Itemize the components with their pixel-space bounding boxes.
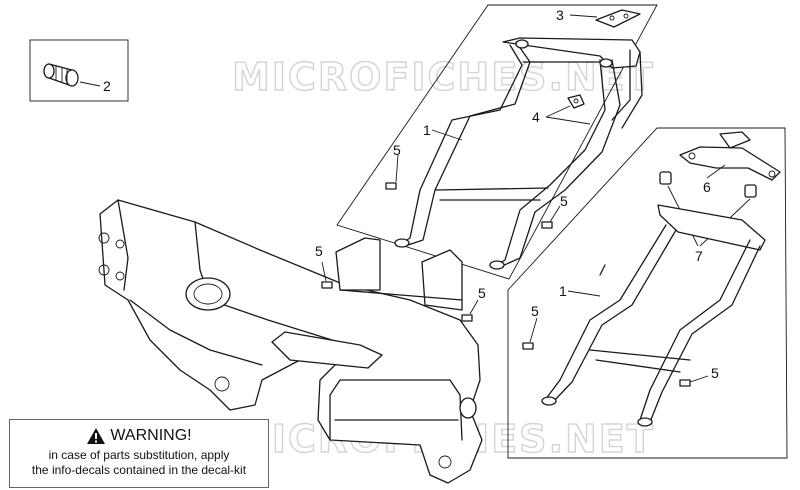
- warning-box: WARNING! in case of parts substitution, …: [9, 419, 269, 488]
- group-outline-right: [507, 127, 788, 459]
- warning-title-row: WARNING!: [10, 427, 268, 445]
- callout-4: 4: [532, 109, 540, 125]
- callout-1-right: 1: [559, 283, 567, 299]
- part-6-bracket: [679, 131, 781, 181]
- bolt-right-bottom: [679, 379, 691, 387]
- bolt-right-left: [522, 342, 534, 350]
- part-4-bracket: [567, 94, 585, 109]
- part-3-plate: [595, 9, 641, 28]
- warning-line-1: in case of parts substitution, apply: [48, 448, 230, 462]
- bolt-frame-right: [461, 314, 473, 322]
- callout-5-a: 5: [393, 142, 401, 158]
- lower-subframe: [541, 204, 766, 427]
- callout-5-c: 5: [315, 243, 323, 259]
- callout-7: 7: [695, 248, 703, 264]
- upper-subframe: [394, 37, 643, 270]
- callout-2: 2: [103, 78, 111, 94]
- bolt-frame-left: [321, 281, 333, 289]
- callout-5-e: 5: [531, 303, 539, 319]
- part-2-sleeve: [43, 63, 79, 87]
- callout-1-top: 1: [423, 122, 431, 138]
- bolt-top-right: [541, 221, 553, 229]
- part-7-pads: [659, 171, 757, 198]
- callout-5-d: 5: [478, 285, 486, 301]
- warning-title: WARNING!: [110, 427, 192, 444]
- callout-3: 3: [556, 7, 564, 23]
- bolt-top-left: [385, 182, 397, 190]
- warning-line-2: the info-decals contained in the decal-k…: [31, 463, 247, 477]
- main-frame: [98, 199, 483, 484]
- callout-6: 6: [703, 179, 711, 195]
- warning-triangle-icon: [87, 428, 106, 444]
- part-2-box: [29, 39, 129, 102]
- callout-5-f: 5: [711, 365, 719, 381]
- callout-5-b: 5: [560, 193, 568, 209]
